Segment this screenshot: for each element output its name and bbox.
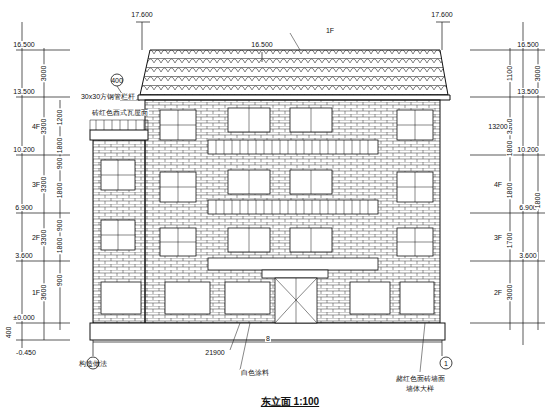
dimension-label: 1800 (56, 181, 63, 199)
dimension-label: 16.500 (250, 41, 273, 48)
dimension-label: 13.500 (12, 88, 35, 95)
dimension-label: 900 (57, 218, 64, 232)
dimension-label: 16.500 (12, 41, 35, 48)
dimension-label: 1 (443, 360, 449, 367)
dimension-label: 3300 (40, 228, 47, 246)
dimension-label: 3000 (534, 64, 541, 82)
annotation-label: 墙体大样 (405, 385, 435, 392)
dimension-label: 1800 (506, 181, 513, 199)
dimension-label: 3.600 (14, 252, 34, 259)
dimension-label: -0.450 (15, 349, 37, 356)
annotation-label: 构造做法 (78, 360, 108, 367)
dimension-label: 900 (57, 156, 64, 170)
dimension-label: 10.200 (516, 146, 539, 153)
annotation-label: 3F (493, 234, 503, 241)
annotation-label: 3F (31, 181, 41, 188)
annotation-label: 4F (493, 181, 503, 188)
annotation-label: 4F (31, 123, 41, 130)
dimension-label: 13200 (487, 123, 508, 130)
annotation-label: 砖红色西式瓦屋面 (91, 109, 149, 116)
dimension-label: ±0.000 (12, 314, 35, 321)
annotation-label: 2F (31, 234, 41, 241)
annotation-label: 1F (325, 27, 335, 34)
dimension-label: 3300 (40, 117, 47, 135)
dimension-label: 16.500 (516, 41, 539, 48)
dimension-label: 6.900 (14, 204, 34, 211)
dimension-label: 1800 (56, 136, 63, 154)
annotation-label: 赭红色面砖墙面 (395, 375, 446, 382)
dimension-label: 3000 (40, 64, 47, 82)
dimension-label: 17.600 (430, 11, 453, 18)
view-caption: 东立面 1:100 (260, 397, 320, 407)
dimension-label: 1100 (507, 64, 514, 81)
annotation-label: 1F (31, 289, 41, 296)
dimension-label: 3600 (40, 283, 47, 301)
dimension-label: 3.600 (518, 252, 538, 259)
dimension-label: 8 (265, 335, 271, 342)
dimension-label: 1200 (56, 108, 63, 126)
dimension-label: 17.600 (130, 11, 153, 18)
dimension-label: 1700 (506, 231, 513, 249)
annotation-label: 2F (493, 289, 503, 296)
dimension-label: 3300 (40, 175, 47, 193)
dimension-label: 1800 (56, 236, 63, 254)
dimension-label: 400 (5, 325, 12, 339)
dimension-label: 1800 (534, 191, 541, 209)
dimension-label: 400 (110, 77, 124, 84)
dimension-label: 3000 (506, 283, 513, 301)
dimension-label: 1800 (506, 139, 513, 157)
dimension-label: 900 (57, 273, 64, 287)
annotation-label: 白色涂料 (240, 369, 270, 376)
dimension-label: 10.200 (12, 146, 35, 153)
annotation-label: 30x30方钢管栏杆 (80, 93, 136, 100)
dimension-label: 21900 (204, 349, 225, 356)
dimension-label: 13.500 (516, 88, 539, 95)
